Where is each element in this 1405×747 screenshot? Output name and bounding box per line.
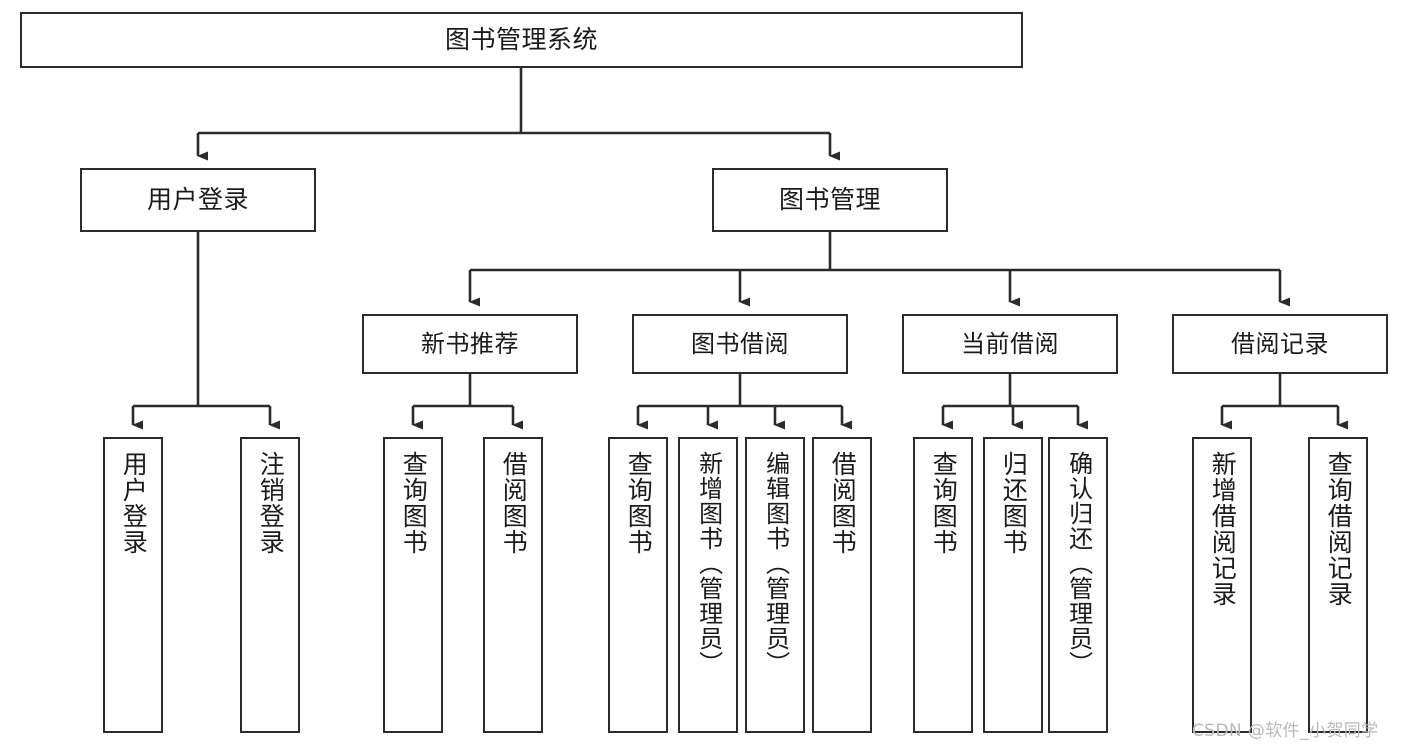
- node-label: 查询图书: [399, 451, 429, 555]
- node-label: 借阅记录: [1231, 329, 1329, 358]
- node-label: 新增借阅记录: [1208, 451, 1238, 607]
- node-label: 用户登录: [146, 185, 249, 214]
- node-current-borrow[interactable]: 当前借阅: [902, 314, 1118, 374]
- node-label: 新增图书（管理员）: [694, 451, 723, 676]
- node-label: 借阅图书: [499, 451, 529, 555]
- node-root-book-management-system[interactable]: 图书管理系统: [20, 12, 1023, 68]
- node-leaf-query-book-borrow[interactable]: 查询图书: [608, 437, 668, 733]
- node-label: 查询图书: [624, 451, 654, 555]
- node-book-borrow[interactable]: 图书借阅: [632, 314, 848, 374]
- node-label: 图书管理系统: [444, 25, 598, 54]
- node-label: 新书推荐: [421, 329, 519, 358]
- node-leaf-add-borrow-record[interactable]: 新增借阅记录: [1192, 437, 1252, 733]
- node-borrow-record[interactable]: 借阅记录: [1172, 314, 1388, 374]
- node-leaf-query-book-recommend[interactable]: 查询图书: [383, 437, 443, 733]
- edges-root-to-level2: [196, 68, 840, 161]
- edges-newbook-to-leaves: [411, 374, 523, 430]
- node-leaf-logout[interactable]: 注销登录: [240, 437, 300, 733]
- node-label: 注销登录: [256, 451, 286, 555]
- edges-userlogin-to-leaves: [131, 232, 280, 430]
- node-new-book-recommend[interactable]: 新书推荐: [362, 314, 578, 374]
- node-leaf-user-login[interactable]: 用户登录: [103, 437, 163, 733]
- node-label: 确认归还（管理员）: [1064, 451, 1093, 676]
- node-leaf-borrow-book[interactable]: 借阅图书: [812, 437, 872, 733]
- node-book-management[interactable]: 图书管理: [712, 168, 948, 232]
- node-leaf-return-book[interactable]: 归还图书: [983, 437, 1043, 733]
- node-label: 当前借阅: [961, 329, 1059, 358]
- node-leaf-borrow-book-recommend[interactable]: 借阅图书: [483, 437, 543, 733]
- node-label: 用户登录: [119, 451, 149, 555]
- node-leaf-query-book-current[interactable]: 查询图书: [913, 437, 973, 733]
- node-user-login[interactable]: 用户登录: [80, 168, 316, 232]
- node-label: 归还图书: [999, 451, 1029, 555]
- edges-borrowrecord-to-leaves: [1220, 374, 1348, 430]
- csdn-watermark: CSDN @软件_小贺同学: [1192, 721, 1379, 741]
- node-label: 图书借阅: [691, 329, 789, 358]
- node-label: 图书管理: [778, 185, 881, 214]
- node-leaf-edit-book-admin[interactable]: 编辑图书（管理员）: [745, 437, 805, 733]
- edges-bookmanage-to-level3: [468, 232, 1290, 307]
- node-leaf-query-borrow-record[interactable]: 查询借阅记录: [1308, 437, 1368, 733]
- node-label: 借阅图书: [828, 451, 858, 555]
- node-label: 编辑图书（管理员）: [761, 451, 790, 676]
- edges-bookborrow-to-leaves: [636, 374, 852, 430]
- node-label: 查询借阅记录: [1324, 451, 1354, 607]
- edges-currentborrow-to-leaves: [941, 374, 1088, 430]
- node-leaf-confirm-return-admin[interactable]: 确认归还（管理员）: [1048, 437, 1108, 733]
- node-leaf-add-book-admin[interactable]: 新增图书（管理员）: [678, 437, 738, 733]
- node-label: 查询图书: [929, 451, 959, 555]
